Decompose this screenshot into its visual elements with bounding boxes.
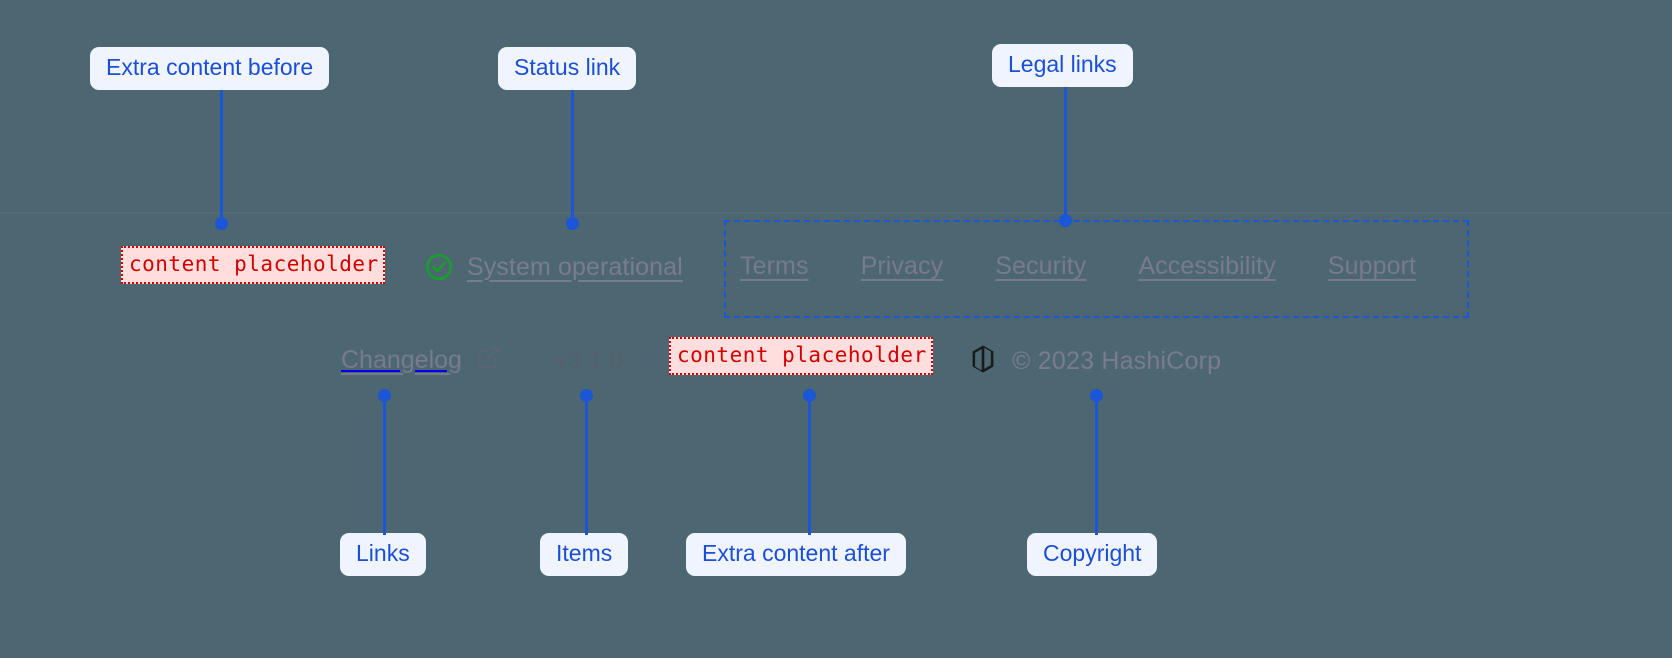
legal-link-security[interactable]: Security [995,252,1087,280]
hashicorp-logo-icon [968,344,998,379]
annotation-leader-dot [580,389,593,402]
changelog-link[interactable]: Changelog [341,344,502,376]
annotation-items: Items [540,533,629,576]
annotation-leader-dot [566,217,579,230]
changelog-label: Changelog [341,345,462,374]
annotation-status-link: Status link [498,47,637,90]
footer-item-version: v3.1.0 [556,347,624,374]
legal-link-support[interactable]: Support [1327,252,1417,280]
annotation-copyright: Copyright [1027,533,1158,576]
legal-link-accessibility[interactable]: Accessibility [1138,252,1276,280]
annotation-extra-content-before: Extra content before [90,47,330,90]
annotation-leader-dot [378,389,391,402]
annotation-leader-dot [215,217,228,230]
annotation-leader-line [585,395,588,535]
annotation-links: Links [340,533,426,576]
annotation-leader-line [808,395,811,535]
footer-top-divider [0,212,1672,214]
annotation-leader-line [220,90,223,223]
legal-link-privacy[interactable]: Privacy [860,252,944,280]
legal-links-highlight-region [724,220,1469,318]
extra-content-before-placeholder: content placeholder [121,246,385,285]
annotation-leader-dot [1059,214,1072,227]
extra-content-after-placeholder: content placeholder [669,337,933,376]
status-link-label: System operational [467,252,683,281]
external-link-icon [475,344,502,376]
copyright-text: © 2023 HashiCorp [1012,347,1222,375]
annotation-extra-content-after: Extra content after [686,533,906,576]
legal-links-nav: Terms Privacy Security Accessibility Sup… [740,252,1416,281]
annotation-legal-links: Legal links [992,44,1133,87]
annotation-leader-dot [803,389,816,402]
legal-link-terms[interactable]: Terms [740,252,809,280]
annotation-leader-line [1064,87,1067,221]
annotation-leader-line [571,90,574,223]
status-link[interactable]: System operational [424,252,683,282]
copyright-block: © 2023 HashiCorp [968,344,1221,379]
annotation-leader-dot [1090,389,1103,402]
check-circle-icon [424,252,454,282]
annotation-leader-line [1095,395,1098,535]
annotation-leader-line [383,395,386,535]
